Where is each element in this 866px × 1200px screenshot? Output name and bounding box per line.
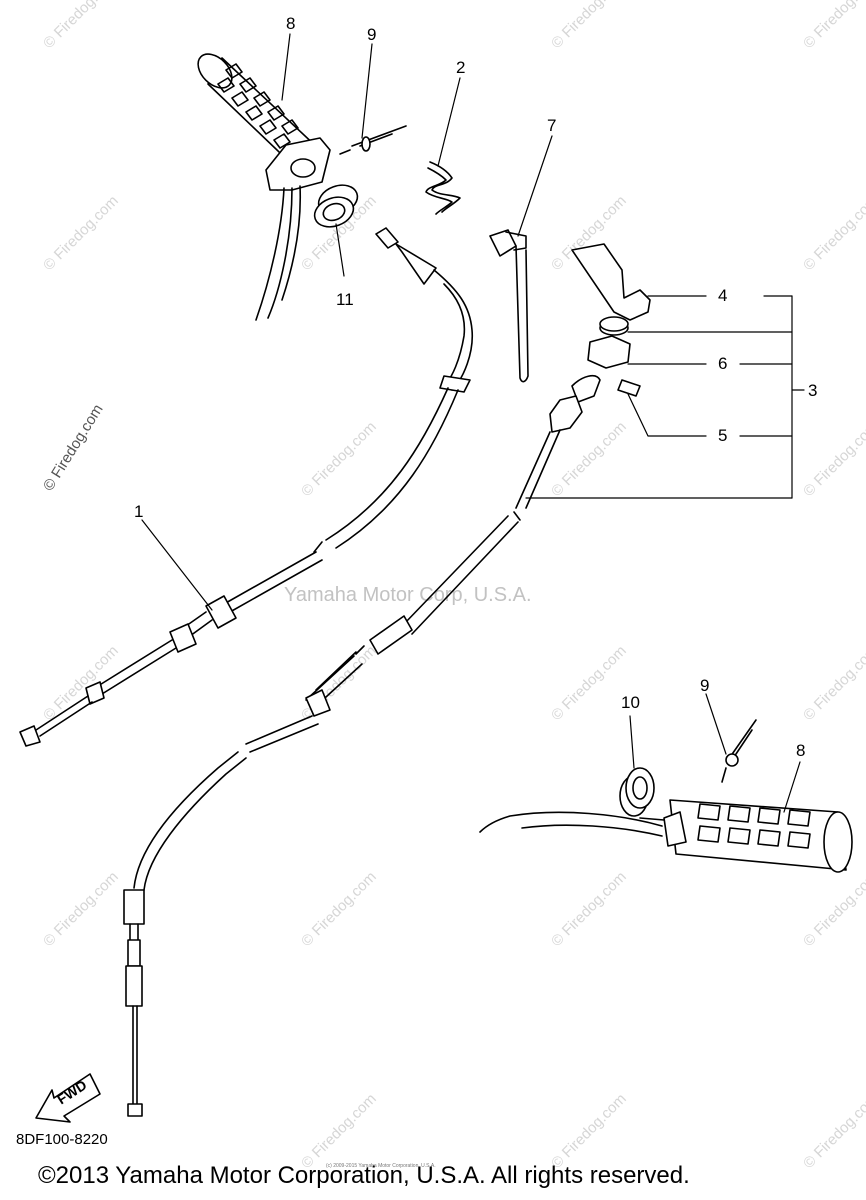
callout-4: 4 [718, 286, 728, 305]
screw-top-drawing [339, 125, 407, 155]
choke-cable-drawing [19, 227, 474, 747]
left-grip-drawing [197, 53, 331, 321]
strap-7-drawing [489, 229, 529, 383]
callout-5: 5 [718, 426, 728, 445]
leader-lines [141, 33, 805, 813]
collar-11-drawing [313, 184, 359, 228]
callout-2: 2 [456, 58, 466, 77]
right-grip-drawing [479, 799, 853, 873]
collar-10-drawing [619, 767, 655, 817]
center-watermark: Yamaha Motor Corp, U.S.A. [284, 584, 532, 606]
callout-3: 3 [808, 381, 818, 400]
throttle-parts-drawing [571, 243, 651, 397]
callout-8-bottom: 8 [796, 741, 806, 760]
fwd-arrow-drawing [35, 1073, 101, 1123]
callout-1: 1 [134, 502, 144, 521]
diagram-part-number: 8DF100-8220 [16, 1131, 108, 1148]
callout-8-top: 8 [286, 14, 296, 33]
callout-10: 10 [621, 693, 640, 712]
copyright-footer: ©2013 Yamaha Motor Corporation, U.S.A. A… [38, 1162, 690, 1189]
callout-11: 11 [336, 290, 354, 309]
callout-6: 6 [718, 354, 728, 373]
callout-9-bottom: 9 [700, 676, 710, 695]
throttle-cable-drawing [123, 374, 601, 1117]
tiny-notice: (c) 2009-2015 Yamaha Motor Corporation, … [326, 1163, 436, 1169]
clip-2-drawing [425, 161, 461, 215]
screw-bottom-drawing [721, 719, 757, 783]
callout-7: 7 [547, 116, 557, 135]
callout-9-top: 9 [367, 25, 377, 44]
